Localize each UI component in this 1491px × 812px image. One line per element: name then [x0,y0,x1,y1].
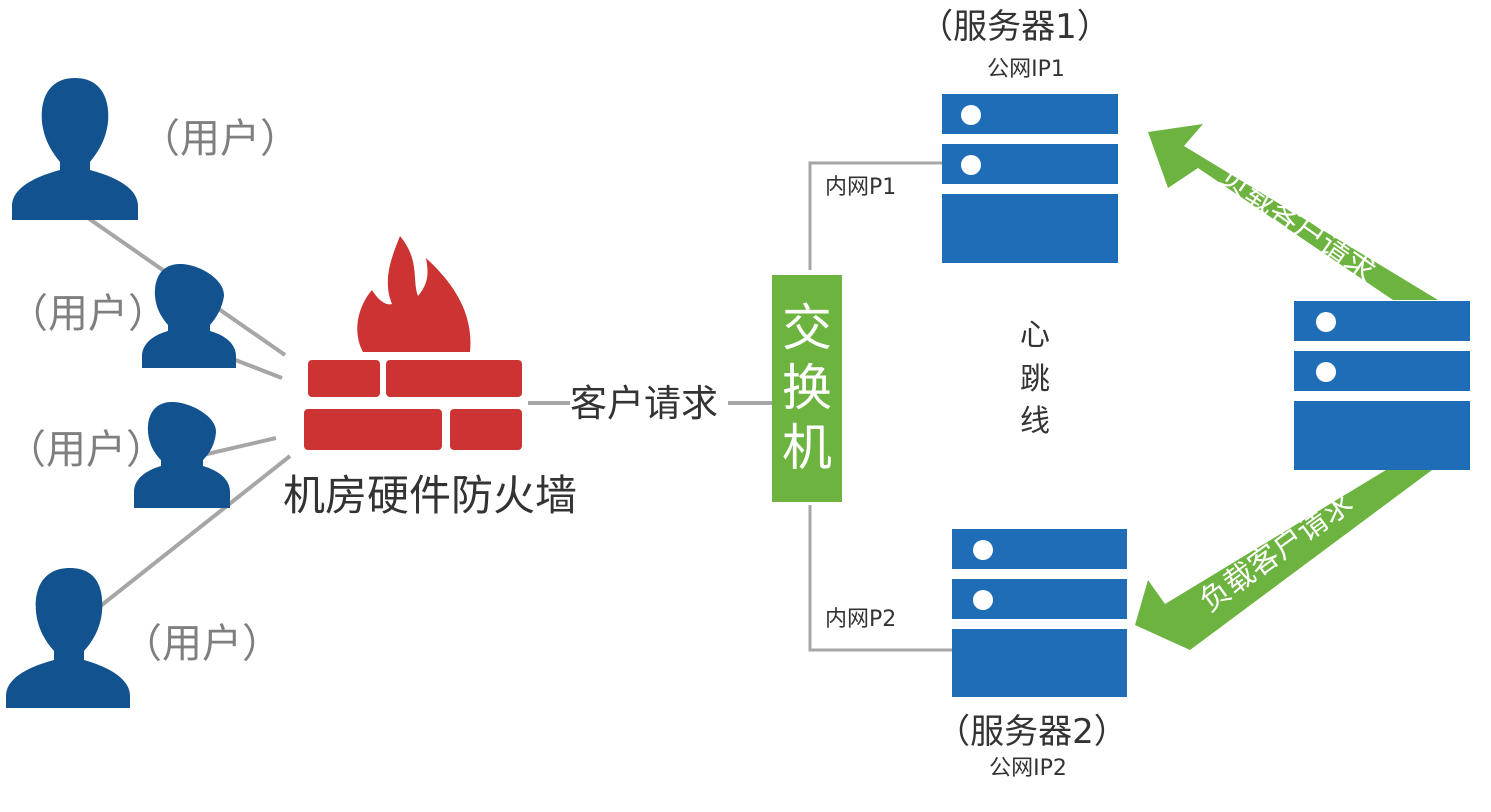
lower-arrow-icon [1135,470,1432,650]
user-icon-1 [12,78,138,220]
switch-to-server1-line [808,161,942,270]
switch-char-2: 换 [782,359,832,417]
server2-internal-ip: 内网P2 [825,607,896,632]
heartbeat-char-1: 心 [1020,318,1050,353]
server1-title: （服务器1） [919,7,1111,47]
switch-char-1: 交 [782,299,832,357]
brick-wall-icon [304,360,522,450]
user-label-1: （用户） [140,116,300,162]
heartbeat-char-3: 线 [1020,404,1050,439]
request-label: 客户请求 [570,382,718,425]
heartbeat-char-2: 跳 [1020,362,1050,397]
upper-arrow-icon [1148,124,1440,300]
firewall-icon [304,236,522,450]
flame-icon [357,236,471,352]
user-label-4: （用户） [122,621,282,667]
server2-public-ip: 公网IP2 [989,756,1067,781]
user-label-3: （用户） [6,427,166,473]
switch-box: 交 换 机 [772,275,842,502]
upper-arrow-label: 负载客户请求 [1214,158,1382,290]
load-balancer-server-icon [1294,301,1470,470]
upper-arrow: 负载客户请求 [1148,124,1440,300]
user-icon-2 [142,264,236,368]
user-icon-4 [6,568,130,708]
user4-line [96,454,292,610]
user-icon-3 [134,402,230,508]
server2-title: （服务器2） [936,712,1128,752]
server1-public-ip: 公网IP1 [987,57,1065,82]
lower-arrow: 负载客户请求 [1135,470,1432,650]
server2-icon [952,529,1127,697]
switch-server-lines [808,161,952,652]
switch-to-server2-line [808,505,952,652]
server1-icon [942,94,1118,263]
firewall-label: 机房硬件防火墙 [283,471,577,520]
lower-arrow-label: 负载客户请求 [1193,485,1359,619]
server1-internal-ip: 内网P1 [825,175,896,200]
user-label-2: （用户） [8,291,168,337]
switch-char-3: 机 [782,419,832,477]
